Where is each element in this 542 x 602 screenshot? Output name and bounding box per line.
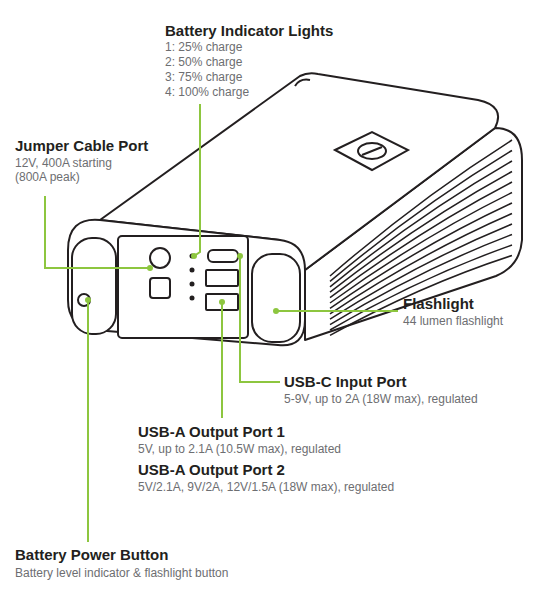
indicator-lights bbox=[190, 254, 195, 301]
leader-usb-c bbox=[240, 256, 280, 382]
callout-title: USB-A Output Port 2 bbox=[138, 461, 285, 479]
leader-power bbox=[87, 300, 89, 542]
grip-ridge bbox=[330, 161, 512, 287]
flashlight-cap bbox=[252, 254, 300, 342]
light bbox=[190, 268, 195, 273]
leader-dot bbox=[273, 308, 279, 314]
leader-indicator bbox=[194, 104, 200, 256]
jumper-port-square bbox=[150, 278, 170, 298]
grip-ridges bbox=[330, 140, 512, 335]
indicator-level: 2: 50% charge bbox=[165, 55, 242, 69]
leader-usb-a bbox=[221, 302, 223, 418]
indicator-level: 1: 25% charge bbox=[165, 40, 242, 54]
leader-dot bbox=[219, 299, 225, 305]
callout-spec: 12V, 400A starting (800A peak) bbox=[15, 156, 135, 185]
grip-ridge bbox=[330, 182, 512, 298]
callout-title: Battery Indicator Lights bbox=[165, 22, 333, 40]
grip-ridge bbox=[330, 245, 512, 330]
leader-flashlight bbox=[276, 310, 398, 312]
callout-title: Battery Power Button bbox=[15, 546, 168, 564]
indicator-level: 4: 100% charge bbox=[165, 85, 249, 99]
left-end-cap bbox=[72, 238, 116, 334]
leader-dot bbox=[147, 265, 153, 271]
jumper-port-round bbox=[150, 248, 170, 268]
callout-title: Jumper Cable Port bbox=[15, 137, 148, 155]
callout-title: USB-A Output Port 1 bbox=[138, 423, 285, 441]
leader-dot bbox=[237, 253, 243, 259]
light bbox=[190, 282, 195, 287]
usb-a-port-1 bbox=[206, 270, 238, 286]
leader-dot bbox=[85, 297, 91, 303]
front-face bbox=[68, 220, 305, 346]
leader-dot bbox=[191, 253, 197, 259]
indicator-level: 3: 75% charge bbox=[165, 70, 242, 84]
usb-c-port bbox=[208, 250, 238, 262]
callout-spec: 5V/2.1A, 9V/2A, 12V/1.5A (18W max), regu… bbox=[138, 480, 394, 494]
front-details bbox=[72, 236, 300, 342]
callout-spec: Battery level indicator & flashlight but… bbox=[15, 566, 228, 580]
callout-spec: 5-9V, up to 2A (18W max), regulated bbox=[284, 392, 478, 406]
power-bank-body bbox=[68, 73, 522, 345]
grip-ridge bbox=[330, 224, 512, 319]
callout-title: USB-C Input Port bbox=[284, 373, 406, 391]
grip-ridge bbox=[330, 214, 512, 314]
leader-jumper bbox=[45, 196, 150, 268]
logo-slash bbox=[362, 147, 382, 155]
callout-title: Flashlight bbox=[403, 295, 474, 313]
port-panel bbox=[118, 236, 248, 338]
logo-mark bbox=[358, 143, 386, 159]
strap-loop bbox=[295, 80, 310, 86]
leader-dots bbox=[85, 253, 279, 314]
logo-plate bbox=[335, 132, 408, 170]
light bbox=[190, 296, 195, 301]
grip-ridge bbox=[330, 256, 512, 336]
callout-spec: 5V, up to 2.1A (10.5W max), regulated bbox=[138, 442, 341, 456]
callout-spec: 44 lumen flashlight bbox=[403, 314, 503, 328]
logo-square bbox=[335, 132, 408, 170]
grip-ridge bbox=[330, 193, 512, 304]
